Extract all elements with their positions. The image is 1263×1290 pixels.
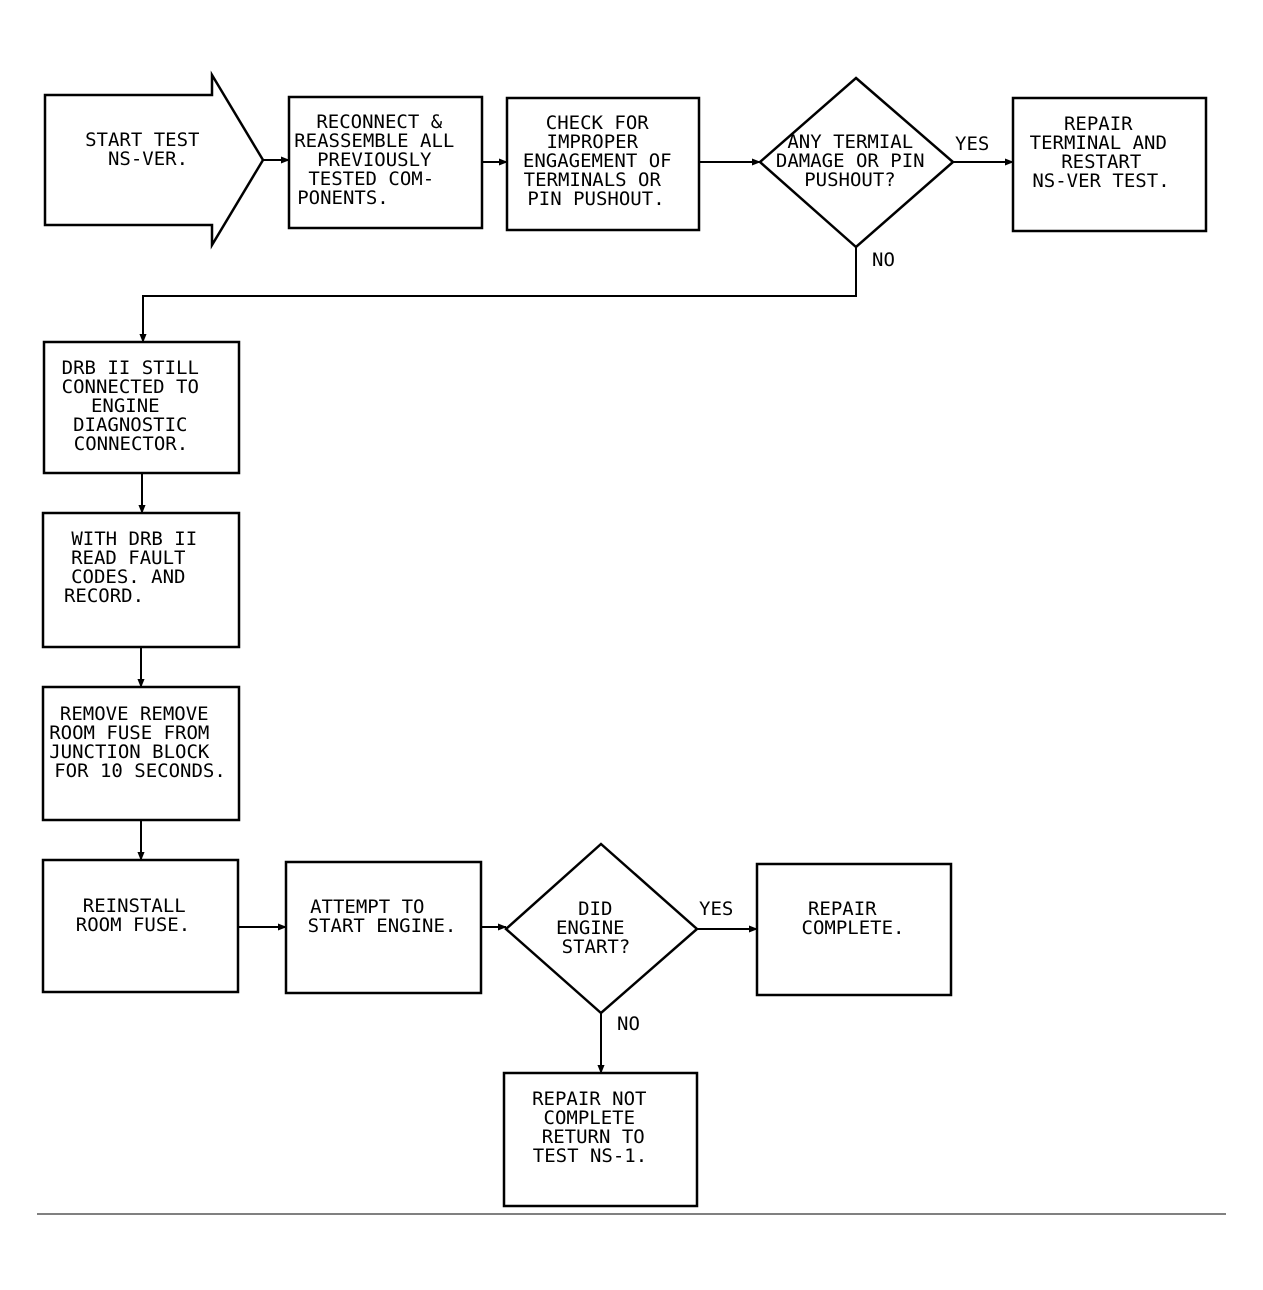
nodes bbox=[41, 70, 1208, 1208]
damage-no-label: NO bbox=[872, 249, 895, 271]
start-yes-label: YES bbox=[699, 898, 733, 920]
repair-complete-box bbox=[755, 862, 953, 997]
remove-fuse-box bbox=[41, 685, 241, 822]
drb-connected-label: DRB II STILL CONNECTED TO ENGINE DIAGNOS… bbox=[62, 357, 211, 455]
repair-terminal-label: REPAIR TERMINAL AND RESTART NS-VER TEST. bbox=[1030, 113, 1179, 192]
attempt-box bbox=[284, 860, 483, 995]
reinstall-label: REINSTALL ROOM FUSE. bbox=[76, 895, 197, 936]
start-no-label: NO bbox=[617, 1013, 640, 1035]
repair-not-complete-box bbox=[502, 1071, 699, 1208]
engine-start-decision-label: DID ENGINE START? bbox=[556, 898, 636, 958]
check-box bbox=[505, 96, 701, 232]
remove-fuse-label: REMOVE REMOVE ROOM FUSE FROM JUNCTION BL… bbox=[49, 703, 226, 782]
reinstall-box bbox=[41, 858, 240, 994]
reconnect-label: RECONNECT & REASSEMBLE ALL PREVIOUSLY TE… bbox=[294, 111, 466, 209]
damage-decision-diamond bbox=[758, 76, 955, 249]
start-label: START TEST NS-VER. bbox=[85, 129, 211, 170]
drb-connected-box bbox=[42, 340, 241, 475]
connectors bbox=[137, 156, 1014, 1074]
repair-complete-label: REPAIR COMPLETE. bbox=[802, 898, 905, 939]
start-arrow-shape bbox=[43, 70, 265, 250]
branch-labels: YES NO YES NO bbox=[617, 133, 989, 1035]
read-codes-label: WITH DRB II READ FAULT CODES. AND RECORD… bbox=[64, 528, 209, 607]
read-codes-box bbox=[41, 511, 241, 649]
damage-decision-label: ANY TERMIAL DAMAGE OR PIN PUSHOUT? bbox=[776, 131, 936, 191]
repair-terminal-box bbox=[1011, 96, 1208, 233]
engine-start-decision-diamond bbox=[504, 842, 699, 1015]
check-label: CHECK FOR IMPROPER ENGAGEMENT OF TERMINA… bbox=[523, 112, 683, 210]
repair-not-complete-label: REPAIR NOT COMPLETE RETURN TO TEST NS-1. bbox=[532, 1088, 658, 1167]
arrow-decision-no-to-drb bbox=[139, 247, 857, 343]
reconnect-box bbox=[287, 95, 484, 230]
node-labels: START TEST NS-VER. RECONNECT & REASSEMBL… bbox=[49, 111, 1179, 1167]
attempt-label: ATTEMPT TO START ENGINE. bbox=[308, 896, 457, 937]
damage-yes-label: YES bbox=[955, 133, 989, 155]
